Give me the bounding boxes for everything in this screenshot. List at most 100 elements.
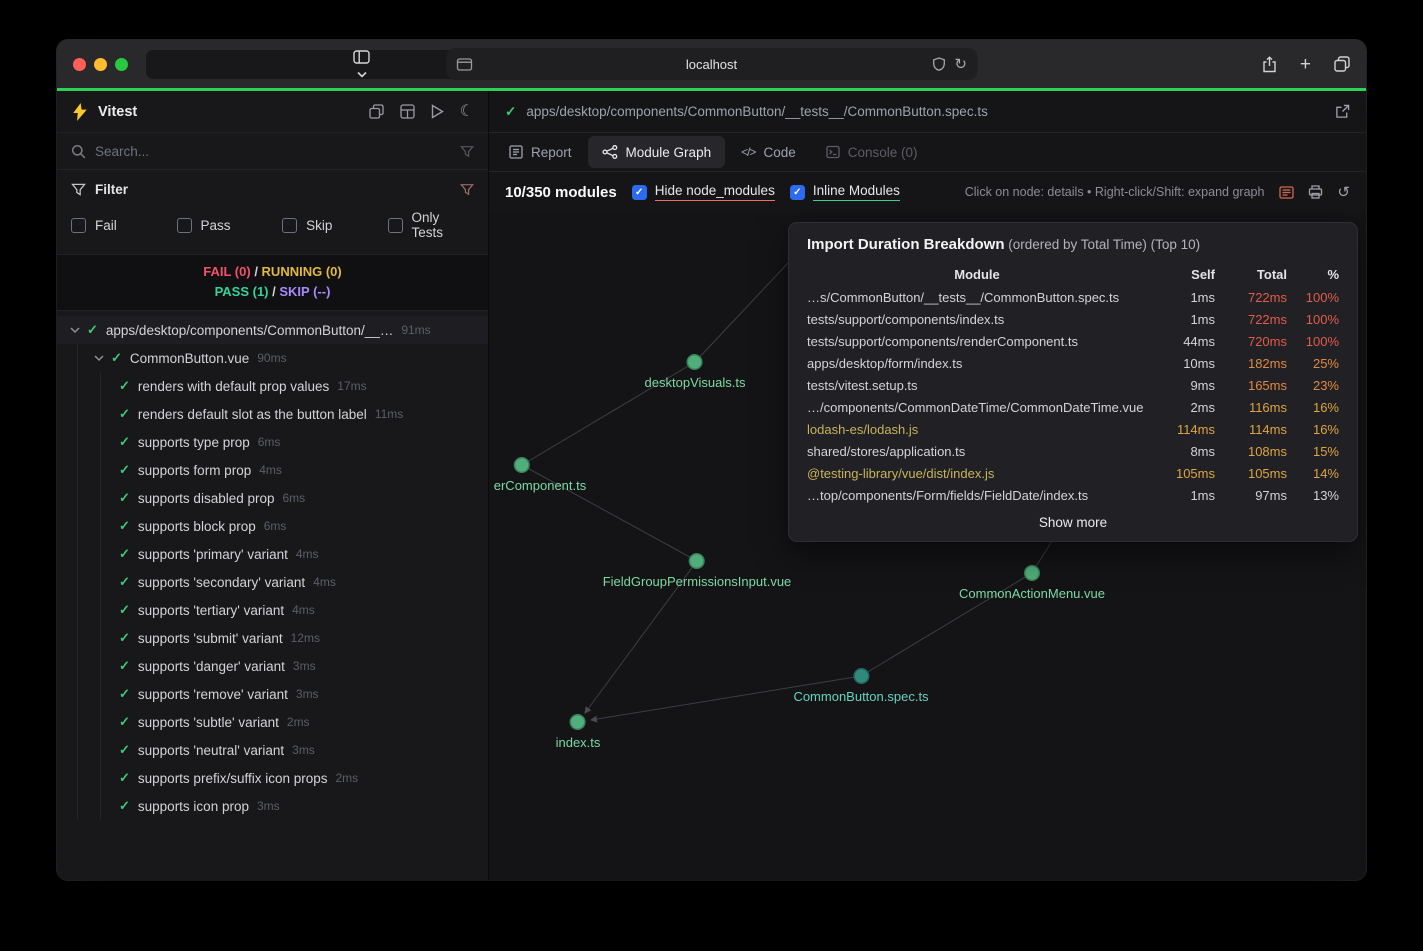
share-icon[interactable] (1262, 55, 1277, 73)
test-row[interactable]: ✓ supports prefix/suffix icon props 2ms (101, 764, 488, 792)
filter-option[interactable]: Fail (71, 217, 177, 233)
graph-hint-text: Click on node: details • Right-click/Shi… (964, 185, 1265, 199)
breakdown-module[interactable]: @testing-library/vue/dist/index.js (807, 465, 995, 481)
breakdown-module[interactable]: tests/vitest.setup.ts (807, 377, 918, 393)
graph-node-index[interactable]: index.ts (556, 714, 600, 750)
module-node-label: CommonActionMenu.vue (959, 586, 1105, 601)
graph-node-desktopVisuals[interactable]: desktopVisuals.ts (645, 354, 745, 390)
address-bar[interactable]: localhost ↻ (446, 48, 977, 80)
ungroup-icon[interactable] (369, 104, 384, 119)
pass-check-icon: ✓ (111, 350, 122, 365)
tab-overview-icon[interactable] (1334, 56, 1350, 72)
reset-icon[interactable]: ↺ (1337, 183, 1350, 201)
test-row[interactable]: ✓ renders default slot as the button lab… (101, 400, 488, 428)
checkbox-unchecked-icon[interactable] (387, 217, 403, 233)
url-text[interactable]: localhost (685, 56, 738, 72)
hide-node-modules-toggle[interactable]: ✓ Hide node_modules (631, 183, 775, 201)
inline-modules-label: Inline Modules (812, 183, 900, 201)
open-external-button[interactable] (1335, 104, 1350, 119)
col-module: Module (954, 266, 1000, 282)
module-node-dot[interactable] (853, 668, 869, 684)
minimize-window-button[interactable] (94, 57, 107, 71)
filter-option[interactable]: Skip (282, 217, 388, 233)
module-node-dot[interactable] (689, 553, 705, 569)
clear-filter-icon[interactable] (460, 145, 474, 158)
module-node-dot[interactable] (1024, 565, 1040, 581)
breakdown-module[interactable]: apps/desktop/form/index.ts (807, 355, 963, 371)
test-row[interactable]: ✓ supports block prop 6ms (101, 512, 488, 540)
show-more-button[interactable]: Show more (1038, 515, 1108, 530)
checkbox-unchecked-icon[interactable] (176, 217, 192, 233)
test-suite-root[interactable]: ✓ apps/desktop/components/CommonButton/_… (57, 316, 488, 344)
vitest-logo-icon (73, 102, 87, 121)
module-node-label: CommonButton.spec.ts (793, 689, 929, 704)
zoom-window-button[interactable] (115, 57, 128, 71)
graph-controls: 10/350 modules ✓ Hide node_modules ✓ Inl… (489, 172, 1366, 212)
test-time: 2ms (286, 715, 310, 729)
tab-report[interactable]: Report (495, 136, 586, 168)
test-row[interactable]: ✓ supports 'subtle' variant 2ms (101, 708, 488, 736)
breakdown-pct: 16% (1312, 399, 1339, 415)
breakdown-module[interactable]: …s/CommonButton/__tests__/CommonButton.s… (807, 289, 1120, 305)
breakdown-module[interactable]: tests/support/components/index.ts (807, 311, 1005, 327)
module-node-dot[interactable] (687, 354, 703, 370)
breakdown-module[interactable]: shared/stores/application.ts (807, 443, 966, 459)
new-tab-icon[interactable]: + (1299, 53, 1311, 75)
test-row[interactable]: ✓ supports type prop 6ms (101, 428, 488, 456)
test-row[interactable]: ✓ supports 'tertiary' variant 4ms (101, 596, 488, 624)
dashboard-icon[interactable] (400, 104, 415, 119)
breakdown-module[interactable]: …top/components/Form/fields/FieldDate/in… (807, 487, 1089, 503)
test-file-row[interactable]: ✓ CommonButton.vue 90ms (78, 344, 488, 372)
module-node-dot[interactable] (514, 457, 530, 473)
breakdown-pct: 13% (1312, 487, 1339, 503)
tab-label: Module Graph (625, 144, 712, 160)
test-row[interactable]: ✓ supports 'danger' variant 3ms (101, 652, 488, 680)
page-icon[interactable] (456, 57, 472, 71)
test-row[interactable]: ✓ renders with default prop values 17ms (101, 372, 488, 400)
breakdown-pct: 14% (1312, 465, 1339, 481)
graph-node-CommonButton-spec[interactable]: CommonButton.spec.ts (793, 668, 929, 704)
test-row[interactable]: ✓ supports icon prop 3ms (101, 792, 488, 820)
test-row[interactable]: ✓ supports 'secondary' variant 4ms (101, 568, 488, 596)
breakdown-total: 720ms (1247, 333, 1287, 349)
filter-label: Filter (95, 182, 129, 197)
search-input[interactable] (95, 143, 451, 159)
privacy-icon[interactable] (932, 57, 945, 71)
filter-option[interactable]: Only Tests (387, 210, 474, 240)
test-label: renders with default prop values (137, 378, 330, 394)
test-row[interactable]: ✓ supports 'primary' variant 4ms (101, 540, 488, 568)
test-row[interactable]: ✓ supports disabled prop 6ms (101, 484, 488, 512)
close-window-button[interactable] (73, 57, 86, 71)
dark-mode-icon[interactable]: ☾ (459, 102, 474, 120)
test-row[interactable]: ✓ supports 'neutral' variant 3ms (101, 736, 488, 764)
test-row[interactable]: ✓ supports form prop 4ms (101, 456, 488, 484)
checkbox-checked-icon[interactable]: ✓ (789, 184, 805, 200)
reload-icon[interactable]: ↻ (954, 55, 967, 73)
tab-code[interactable]: </> Code (727, 136, 810, 168)
breakdown-module[interactable]: …/components/CommonDateTime/CommonDateTi… (807, 399, 1144, 415)
checkbox-unchecked-icon[interactable] (282, 217, 298, 233)
test-row[interactable]: ✓ supports 'remove' variant 3ms (101, 680, 488, 708)
tab-console[interactable]: Console (0) (812, 136, 932, 168)
module-node-dot[interactable] (570, 714, 586, 730)
checkbox-checked-icon[interactable]: ✓ (631, 184, 647, 200)
breakdown-self: 114ms (1176, 421, 1215, 437)
test-label: supports disabled prop (137, 490, 275, 506)
graph-node-FieldGroupPermissionsInput[interactable]: FieldGroupPermissionsInput.vue (603, 553, 791, 589)
run-all-icon[interactable] (431, 104, 444, 119)
tab-label: Report (531, 144, 572, 160)
legend-icon[interactable] (1279, 185, 1295, 199)
inline-modules-toggle[interactable]: ✓ Inline Modules (789, 183, 900, 201)
graph-node-CommonActionMenu[interactable]: CommonActionMenu.vue (959, 565, 1105, 601)
col-total: Total (1256, 266, 1287, 282)
filter-option[interactable]: Pass (176, 217, 283, 233)
checkbox-unchecked-icon[interactable] (71, 217, 86, 233)
print-icon[interactable] (1308, 185, 1323, 199)
reset-filter-icon[interactable] (460, 183, 474, 196)
breakdown-module[interactable]: lodash-es/lodash.js (807, 421, 919, 437)
graph-node-renderComponent[interactable]: erComponent.ts (489, 457, 586, 493)
test-row[interactable]: ✓ supports 'submit' variant 12ms (101, 624, 488, 652)
breakdown-module[interactable]: tests/support/components/renderComponent… (807, 333, 1078, 349)
tab-module-graph[interactable]: Module Graph (587, 136, 726, 168)
